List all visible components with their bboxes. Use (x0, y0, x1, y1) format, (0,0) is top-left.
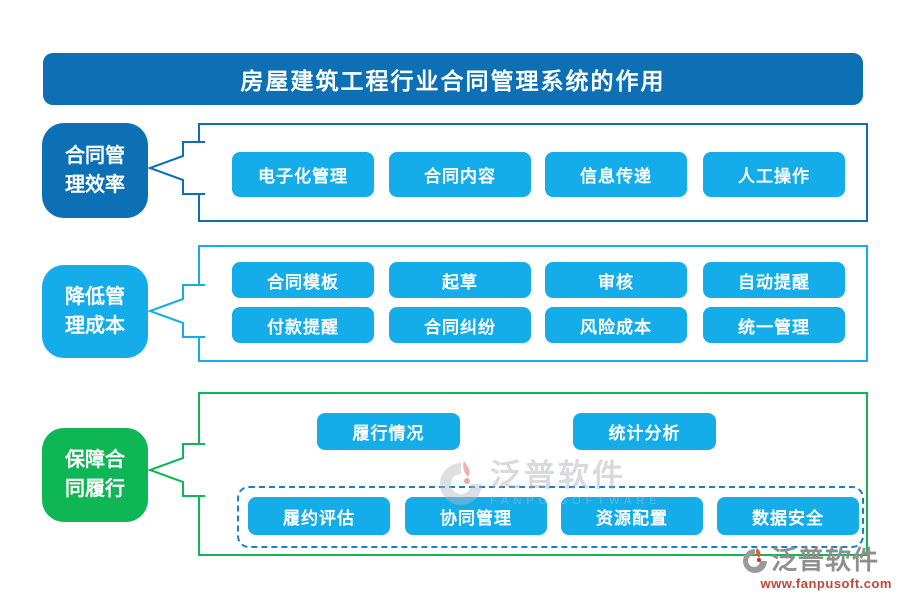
brand-logo: 泛普软件 www.fanpusoft.com (742, 547, 892, 591)
item-button[interactable]: 信息传递 (545, 152, 687, 197)
item-button[interactable]: 协同管理 (405, 497, 547, 535)
section-label-line: 合同管 (65, 144, 125, 167)
item-button[interactable]: 审核 (545, 262, 687, 298)
section-label-line: 理成本 (65, 314, 125, 337)
section-label-cost: 降低管 理成本 (42, 265, 148, 358)
item-button[interactable]: 付款提醒 (232, 307, 374, 343)
fanpu-logo-icon (743, 548, 767, 573)
panel-efficiency: 电子化管理 合同内容 信息传递 人工操作 (198, 123, 868, 222)
item-button[interactable]: 统一管理 (703, 307, 845, 343)
arrow-left-icon (147, 443, 205, 497)
section-label-performance: 保障合 同履行 (42, 428, 148, 522)
item-button[interactable]: 合同内容 (389, 152, 531, 197)
item-button[interactable]: 统计分析 (573, 413, 716, 450)
item-button[interactable]: 合同模板 (232, 262, 374, 298)
arrow-left-icon (147, 284, 205, 338)
item-button[interactable]: 履行情况 (317, 413, 460, 450)
section-label-efficiency: 合同管 理效率 (42, 123, 148, 218)
item-button[interactable]: 人工操作 (703, 152, 845, 197)
brand-name: 泛普软件 (771, 545, 880, 576)
dashed-group-box: 履约评估 协同管理 资源配置 数据安全 (237, 486, 864, 548)
panel-cost: 合同模板 起草 审核 自动提醒 付款提醒 合同纠纷 风险成本 统一管理 (198, 245, 868, 362)
item-button[interactable]: 自动提醒 (703, 262, 845, 298)
item-button[interactable]: 起草 (389, 262, 531, 298)
section-label-line: 保障合 (65, 449, 125, 471)
page-title: 房屋建筑工程行业合同管理系统的作用 (43, 53, 863, 105)
item-button[interactable]: 风险成本 (545, 307, 687, 343)
item-button[interactable]: 履约评估 (248, 497, 390, 535)
section-label-line: 同履行 (65, 478, 125, 500)
item-button[interactable]: 数据安全 (717, 497, 859, 535)
arrow-left-icon (147, 141, 205, 195)
section-label-line: 理效率 (65, 173, 125, 196)
item-button[interactable]: 资源配置 (561, 497, 703, 535)
item-button[interactable]: 合同纠纷 (389, 307, 531, 343)
panel-performance: 履行情况 统计分析 履约评估 协同管理 资源配置 数据安全 (198, 392, 868, 556)
item-button[interactable]: 电子化管理 (232, 152, 374, 197)
brand-url: www.fanpusoft.com (760, 576, 892, 591)
section-label-line: 降低管 (65, 285, 125, 308)
